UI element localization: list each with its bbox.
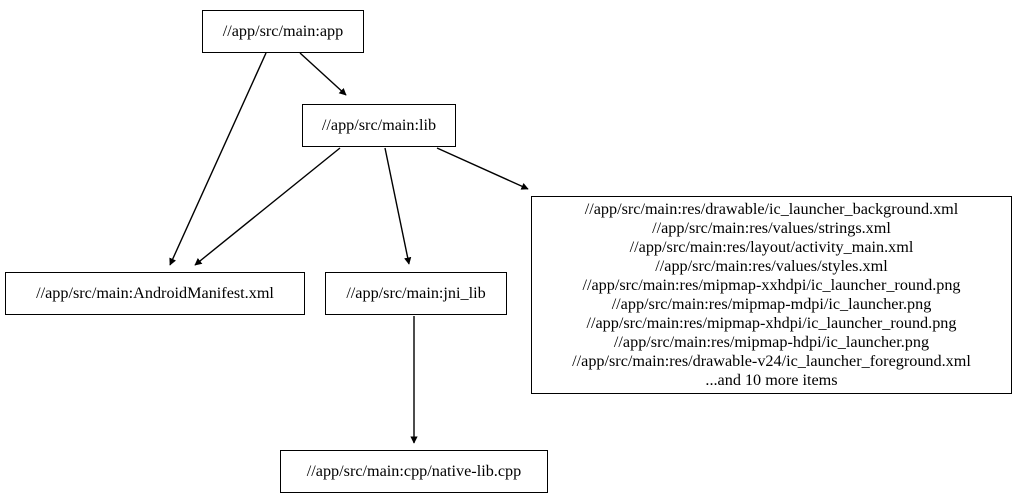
edge-app-to-lib bbox=[299, 52, 347, 96]
node-native-lib-cpp-label: //app/src/main:cpp/native-lib.cpp bbox=[306, 461, 522, 480]
edge-app-to-manifest bbox=[169, 52, 267, 266]
node-jni-lib-label: //app/src/main:jni_lib bbox=[346, 283, 486, 302]
edge-lib-to-manifest bbox=[194, 147, 341, 266]
node-app[interactable]: //app/src/main:app bbox=[202, 10, 364, 53]
edge-lib-to-jni-lib bbox=[384, 147, 412, 265]
node-jni-lib[interactable]: //app/src/main:jni_lib bbox=[325, 272, 507, 315]
edge-lib-to-res-group bbox=[436, 147, 529, 190]
node-app-label: //app/src/main:app bbox=[222, 21, 344, 40]
node-android-manifest-label: //app/src/main:AndroidManifest.xml bbox=[36, 283, 274, 302]
node-lib-label: //app/src/main:lib bbox=[321, 115, 437, 134]
node-native-lib-cpp[interactable]: //app/src/main:cpp/native-lib.cpp bbox=[280, 450, 548, 493]
node-res-group[interactable]: //app/src/main:res/drawable/ic_launcher_… bbox=[531, 196, 1012, 394]
node-android-manifest[interactable]: //app/src/main:AndroidManifest.xml bbox=[5, 272, 305, 315]
node-res-group-label: //app/src/main:res/drawable/ic_launcher_… bbox=[572, 199, 971, 390]
node-lib[interactable]: //app/src/main:lib bbox=[302, 104, 456, 147]
